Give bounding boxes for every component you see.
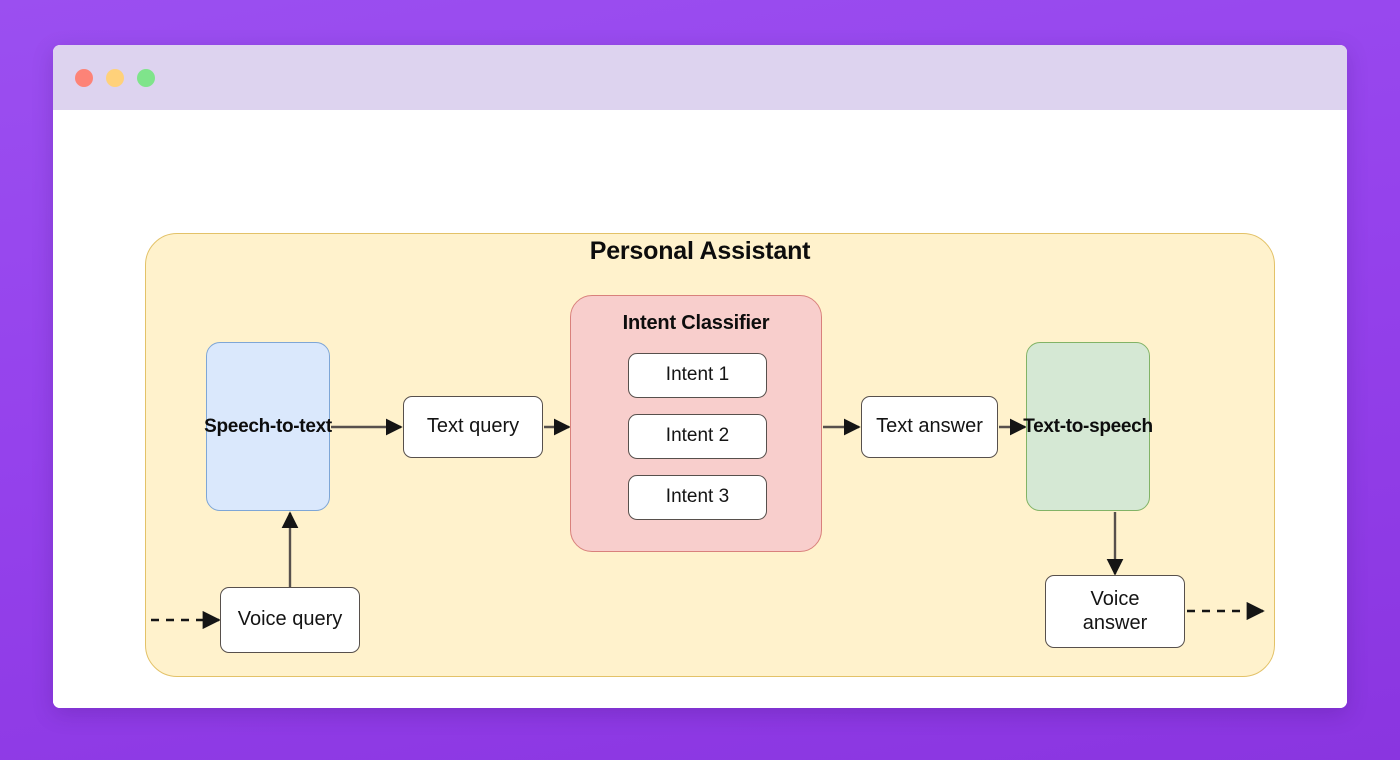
node-intent-2[interactable]: Intent 2 — [628, 414, 767, 459]
node-text-to-speech-label: Text-to-speech — [1023, 415, 1153, 437]
node-intent-3[interactable]: Intent 3 — [628, 475, 767, 520]
node-speech-to-text[interactable]: Speech-to-text — [204, 342, 332, 511]
traffic-light-buttons — [75, 69, 155, 87]
node-voice-query[interactable]: Voice query — [220, 587, 360, 653]
diagram-canvas: Personal Assistant — [53, 110, 1347, 708]
personal-assistant-flowchart: Personal Assistant — [53, 110, 1347, 708]
node-intent-classifier[interactable]: Intent Classifier Intent 1 Intent 2 Inte… — [570, 295, 822, 552]
node-speech-to-text-label: Speech-to-text — [204, 415, 332, 437]
node-intent-classifier-label: Intent Classifier — [622, 312, 770, 334]
minimize-window-button[interactable] — [106, 69, 124, 87]
node-text-to-speech[interactable]: Text-to-speech — [1023, 342, 1153, 511]
node-intent-2-label: Intent 2 — [665, 425, 730, 447]
node-intent-1-label: Intent 1 — [665, 364, 730, 386]
node-text-answer[interactable]: Text answer — [861, 396, 998, 458]
node-voice-query-label: Voice query — [237, 608, 343, 631]
node-text-query-label: Text query — [426, 415, 520, 438]
maximize-window-button[interactable] — [137, 69, 155, 87]
window-titlebar — [53, 45, 1347, 110]
close-window-button[interactable] — [75, 69, 93, 87]
node-voice-answer[interactable]: Voice answer — [1045, 575, 1185, 648]
personal-assistant-title: Personal Assistant — [589, 237, 811, 265]
node-intent-1[interactable]: Intent 1 — [628, 353, 767, 398]
node-voice-answer-label: Voice answer — [1082, 587, 1148, 634]
node-text-answer-label: Text answer — [876, 415, 983, 438]
node-intent-3-label: Intent 3 — [665, 486, 730, 508]
node-text-query[interactable]: Text query — [403, 396, 543, 458]
browser-window: Personal Assistant — [53, 45, 1347, 708]
